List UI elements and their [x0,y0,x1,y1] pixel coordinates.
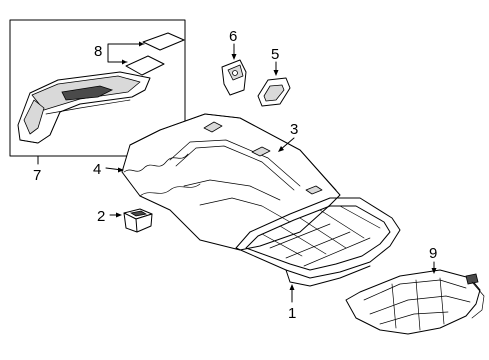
cushion-clip-3 [305,185,323,195]
arrow-4 [118,167,124,173]
pad-inner-2 [369,295,471,315]
pad-outline [345,269,481,335]
arrow-8b [122,59,127,65]
callout-1: 1 [288,305,296,322]
callout-6: 6 [229,28,237,45]
clip-slot [129,210,148,217]
armrest-side-panel [23,99,45,135]
cushion-contour-3 [183,179,281,201]
leader-8 [107,43,145,63]
pad-grid [391,277,445,331]
frame-leg [285,265,371,287]
pad-inner-3 [379,311,449,325]
callout-4: 4 [93,161,101,178]
arrow-1 [289,284,295,290]
pad-lower [125,55,165,76]
cushion-contour-1 [169,139,301,187]
bracket-hole [232,70,238,76]
arrow-3 [278,146,284,152]
armrest-cupholder [61,85,114,101]
part-1-wire-frame: 1 [235,197,401,322]
callout-2: 2 [97,208,105,225]
arrow-2 [116,212,122,218]
part-5-bezel: 5 [257,46,291,107]
cushion-contour-2 [175,145,295,191]
frame-outer [235,197,401,279]
cushion-top [129,113,337,191]
arrow-6 [231,54,237,60]
part-7-armrest-assembly: 8 7 [9,19,186,184]
cushion-clip-1 [203,121,223,133]
callout-8: 8 [94,43,102,60]
armrest-front-edge [19,111,61,144]
callout-3: 3 [290,121,298,138]
arrow-9 [431,268,437,274]
frame-cross-2 [269,223,371,267]
bezel-inner [263,84,285,102]
cushion-contour-4 [199,197,291,223]
callout-9: 9 [429,245,437,262]
frame-cross-1 [261,205,381,257]
cushion-body [121,113,341,251]
pad-upper [142,32,185,51]
cushion-seam-lower [139,183,201,197]
arrow-5 [273,70,279,76]
part-6-bracket: 6 [221,28,247,96]
part-9-heater-pad: 9 [345,245,485,335]
cushion-front-seam [123,153,189,173]
pad-inner-1 [363,279,467,301]
cushion-clip-2 [251,146,271,157]
pad-connector [465,273,479,285]
arrow-8a [139,41,144,47]
clip-body [123,212,153,233]
part-2-clip: 2 [97,208,153,233]
armrest-detail-line [45,99,131,115]
callout-7: 7 [33,167,41,184]
pad-wire [471,281,485,319]
callout-5: 5 [271,46,279,63]
frame-inner [245,205,391,271]
